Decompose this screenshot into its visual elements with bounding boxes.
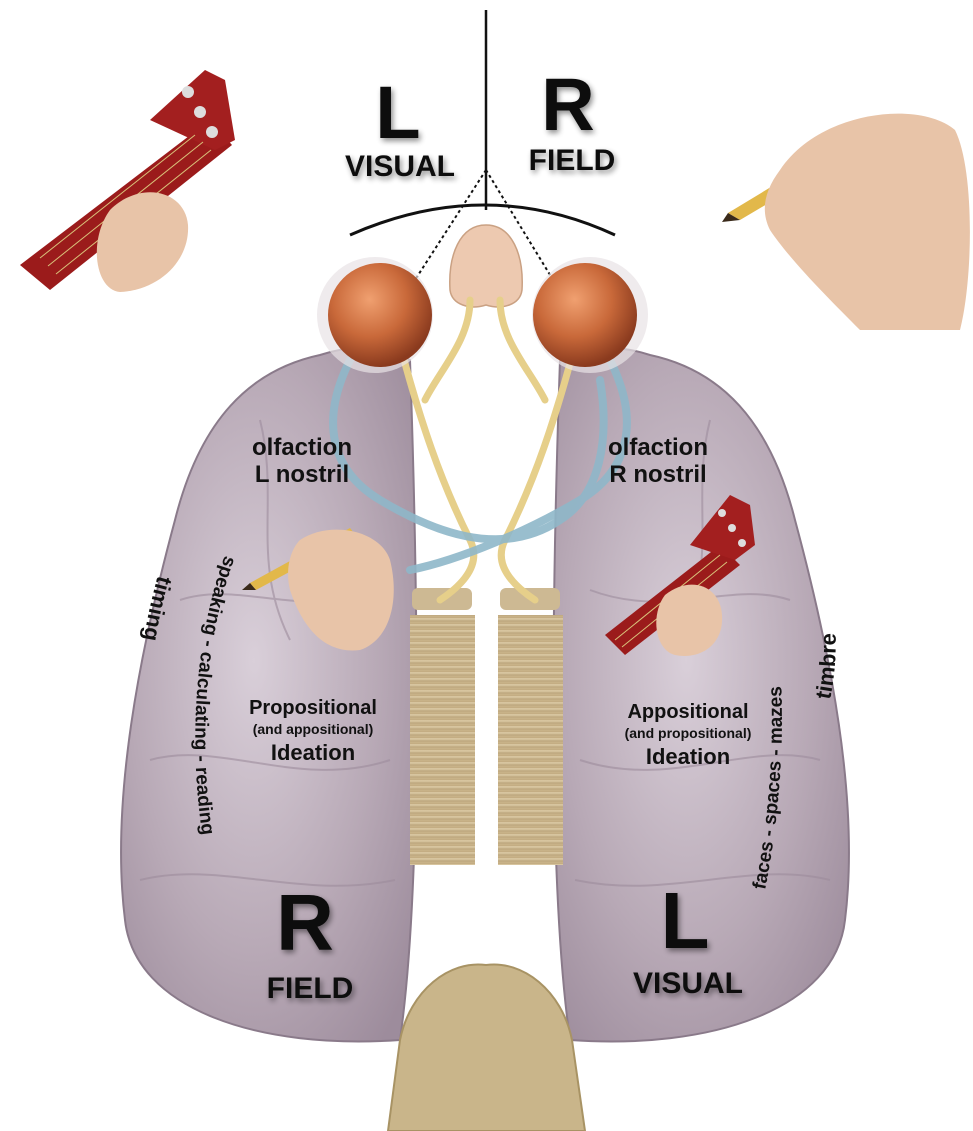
left-nostril-label: L nostril	[255, 461, 349, 488]
nose	[450, 225, 522, 307]
right-field-letter: L	[661, 876, 710, 965]
top-right-word: FIELD	[529, 144, 616, 177]
right-ideation-line3: Ideation	[646, 744, 730, 769]
left-ideation-line3: Ideation	[271, 740, 355, 765]
right-eye	[532, 257, 648, 373]
corpus-callosum-left	[410, 615, 475, 865]
corpus-callosum-right	[498, 615, 563, 865]
guitar-hand-icon	[20, 70, 235, 292]
top-left-letter: L	[375, 71, 420, 154]
left-field-letter: R	[276, 878, 334, 967]
left-ideation-line2: (and appositional)	[253, 721, 374, 737]
left-olfaction-label: olfaction	[252, 434, 352, 461]
right-ideation-line2: (and propositional)	[625, 725, 752, 741]
right-olfaction-label: olfaction	[608, 434, 708, 461]
pencil-hand-icon	[722, 114, 970, 330]
top-left-word: VISUAL	[345, 150, 455, 183]
left-eye	[317, 257, 433, 373]
left-field-word: FIELD	[267, 972, 354, 1005]
left-ideation-line1: Propositional	[249, 697, 377, 719]
right-nostril-label: R nostril	[609, 461, 706, 488]
right-ideation-line1: Appositional	[627, 701, 748, 723]
brainstem	[388, 964, 585, 1131]
top-right-letter: R	[541, 63, 594, 146]
right-field-word: VISUAL	[633, 967, 743, 1000]
